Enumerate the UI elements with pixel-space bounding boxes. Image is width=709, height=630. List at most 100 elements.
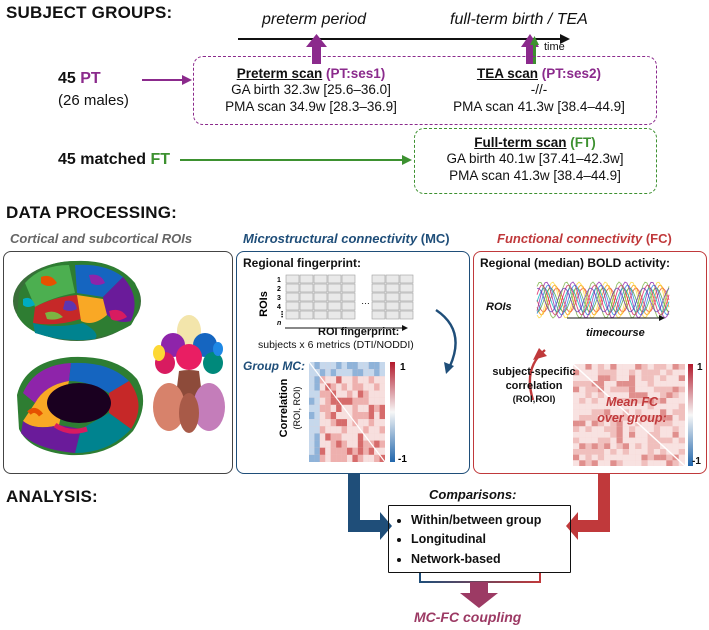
- fc-matrix-cell: [641, 432, 648, 438]
- fingerprint-cell: [399, 292, 414, 302]
- fingerprint-cell: [371, 310, 386, 320]
- mc-matrix-cell: [357, 397, 364, 405]
- fc-matrix-cell: [597, 415, 605, 421]
- mc-matrix-cell: [330, 426, 337, 434]
- ft-group-label: 45 matched FT: [58, 151, 170, 169]
- mc-matrix-cell: [357, 390, 364, 398]
- fingerprint-cell: [385, 301, 400, 311]
- fc-matrix-cell: [573, 392, 580, 398]
- mc-matrix-cell: [357, 454, 364, 462]
- mc-matrix-cell: [336, 419, 342, 427]
- mc-matrix-cell: [379, 404, 385, 412]
- mc-matrix-cell: [347, 440, 353, 448]
- fc-matrix-cell: [641, 403, 648, 410]
- fc-matrix-cell: [672, 437, 679, 444]
- bold-wave: [536, 281, 670, 319]
- mc-matrix-cell: [330, 447, 337, 455]
- fc-matrix-cell: [641, 437, 648, 444]
- fc-matrix-cell: [573, 386, 580, 393]
- fc-matrix-cell: [616, 375, 623, 381]
- fc-matrix-cell: [616, 381, 623, 387]
- fc-matrix-cell: [678, 426, 685, 432]
- preterm-marker-arrow: [306, 34, 327, 47]
- fc-matrix-cell: [653, 449, 661, 455]
- fullterm-scan-pma: PMA scan 41.3w [38.4–44.9]: [449, 167, 621, 183]
- mc-matrix-cell: [352, 426, 358, 434]
- fc-matrix-cell: [597, 437, 605, 444]
- mc-matrix-cell: [363, 383, 369, 391]
- fc-matrix-cell: [660, 381, 667, 387]
- fc-matrix-cell: [591, 364, 598, 370]
- mc-matrix-cell: [330, 454, 337, 462]
- fc-matrix-cell: [597, 454, 605, 461]
- fc-matrix-cell: [641, 443, 648, 449]
- fc-matrix-cell: [616, 398, 623, 404]
- fc-matrix-cell: [653, 415, 661, 421]
- fc-matrix-cell: [591, 386, 598, 393]
- fc-matrix-cell: [678, 437, 685, 444]
- mc-matrix-cell: [314, 454, 320, 462]
- coupling-arrow-stem: [470, 582, 488, 594]
- fc-matrix-cell: [647, 381, 654, 387]
- fingerprint-cell: [399, 283, 414, 293]
- mean-fc-label: Mean FC over group:: [576, 395, 688, 426]
- fc-matrix-cell: [573, 420, 580, 427]
- fc-matrix-cell: [604, 443, 611, 449]
- fc-matrix-cell: [660, 426, 667, 432]
- fc-matrix-cell: [616, 392, 623, 398]
- mc-matrix-cell: [319, 440, 326, 448]
- fc-matrix-cell: [635, 454, 642, 461]
- mc-matrix-diagonal: [308, 361, 386, 463]
- mean-fc-line2: over group:: [597, 410, 667, 425]
- mc-matrix-cell: [341, 447, 347, 455]
- fc-matrix-cell: [660, 398, 667, 404]
- fc-matrix-cell: [597, 398, 605, 404]
- bold-wave: [536, 284, 670, 316]
- fingerprint-cell: [371, 301, 386, 311]
- mc-matrix-cell: [363, 369, 369, 377]
- fingerprint-cell: [341, 274, 356, 284]
- fc-matrix-cell: [641, 398, 648, 404]
- bold-wave: [536, 287, 670, 313]
- fingerprint-cell: [313, 310, 328, 320]
- fc-matrix-cell: [666, 415, 673, 421]
- timeline-arrowhead: [560, 34, 570, 44]
- fc-matrix-cell: [610, 403, 617, 410]
- fc-matrix-cell: [610, 420, 617, 427]
- fc-matrix-cell: [597, 426, 605, 432]
- subject-corr-block: subject-specific correlation (ROI,ROI): [486, 366, 582, 405]
- mc-matrix-cell: [368, 383, 375, 391]
- fc-matrix-cell: [678, 381, 685, 387]
- fc-matrix-cell: [653, 426, 661, 432]
- mc-matrix-cell: [374, 433, 380, 441]
- mc-matrix-cell: [363, 397, 369, 405]
- mc-matrix-cell: [325, 404, 331, 412]
- mc-matrix-cell: [319, 390, 326, 398]
- mc-matrix-cell: [347, 426, 353, 434]
- mc-matrix-cell: [325, 433, 331, 441]
- mc-matrix-cell: [319, 447, 326, 455]
- mc-matrix-cell: [325, 447, 331, 455]
- fc-matrix-cell: [604, 403, 611, 410]
- mc-matrix-cell: [309, 440, 315, 448]
- fc-matrix-cell: [653, 409, 661, 415]
- fc-matrix-cell: [672, 443, 679, 449]
- fingerprint-cell: [313, 292, 328, 302]
- mc-matrix-cell: [352, 397, 358, 405]
- mc-matrix-cell: [314, 390, 320, 398]
- fc-matrix-cell: [622, 443, 629, 449]
- row-label-n: n: [277, 320, 281, 327]
- mc-matrix-cell: [379, 412, 385, 420]
- fc-matrix-cell: [579, 386, 586, 393]
- fc-matrix-cell: [629, 420, 636, 427]
- ft-marker-arrow: [530, 36, 539, 45]
- fc-matrix-cell: [641, 381, 648, 387]
- fc-matrix-cell: [604, 398, 611, 404]
- fc-matrix-cell: [678, 403, 685, 410]
- fc-matrix-cell: [573, 454, 580, 461]
- fc-matrix-cell: [635, 398, 642, 404]
- fc-matrix-cell: [579, 403, 586, 410]
- mc-matrix-cell: [336, 362, 342, 370]
- mc-matrix-cell: [352, 412, 358, 420]
- fc-matrix-cell: [616, 426, 623, 432]
